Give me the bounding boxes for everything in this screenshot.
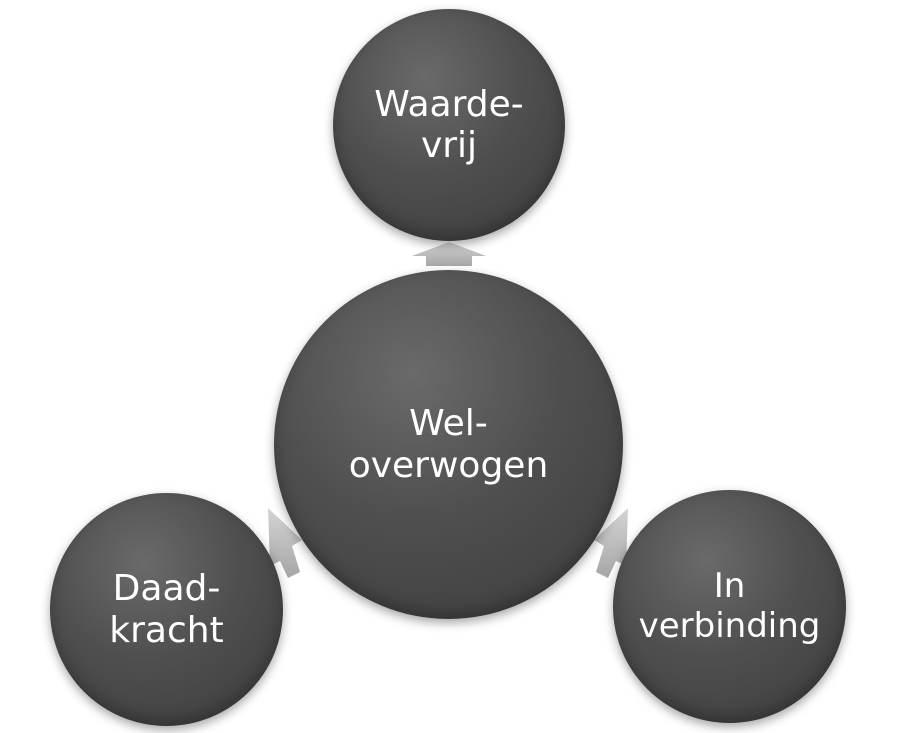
node-top-line2: vrij	[420, 125, 478, 166]
node-waardevrij: Waarde- vrij	[333, 9, 565, 241]
node-left-line2: kracht	[109, 609, 224, 651]
node-right-line1: In	[713, 566, 746, 607]
node-weloverwogen: Wel- overwogen	[274, 270, 623, 619]
node-in-verbinding: In verbinding	[613, 490, 846, 723]
node-top-line1: Waarde-	[374, 83, 524, 125]
node-right-line2: verbinding	[638, 605, 821, 646]
node-left-line1: Daad-	[112, 568, 221, 610]
node-center-line1: Wel-	[409, 403, 488, 445]
node-center-line2: overwogen	[348, 444, 549, 486]
arrow-to-top	[412, 242, 486, 266]
node-daadkracht: Daad- kracht	[50, 493, 283, 726]
